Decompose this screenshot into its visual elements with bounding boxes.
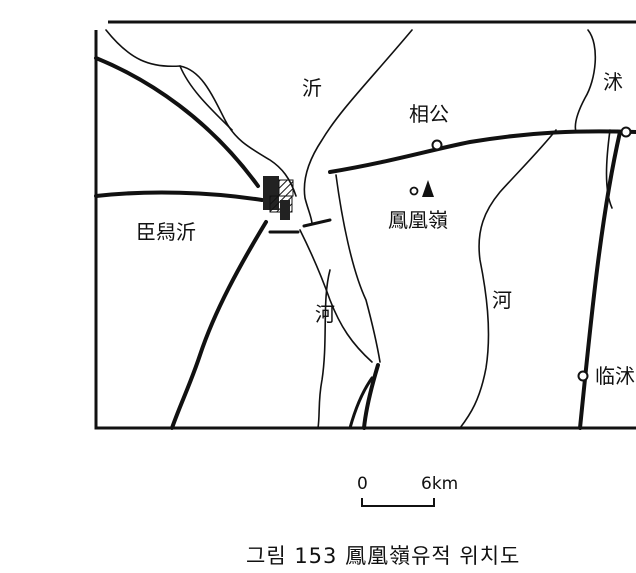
river-yi-west-bank xyxy=(105,29,297,197)
road-west xyxy=(94,190,264,202)
road-south-center xyxy=(362,363,380,430)
river-he-left-label: 河 xyxy=(315,302,335,326)
road-south-left xyxy=(348,376,374,430)
xianggong-label: 相公 xyxy=(409,102,449,126)
road-east xyxy=(328,129,636,174)
linyi-city-block-icon xyxy=(263,176,294,220)
river-channel-right xyxy=(335,174,381,363)
river-south-branch xyxy=(317,269,331,429)
road-center-link xyxy=(268,218,332,234)
map-frame xyxy=(94,20,636,430)
road-northwest xyxy=(94,56,260,188)
site-triangle-icon xyxy=(422,180,434,197)
fenghuangling-label: 鳳凰嶺 xyxy=(388,208,448,232)
scale-zero-label: 0 xyxy=(357,474,368,494)
fenghuangling-dot xyxy=(409,186,419,196)
river-yi-label: 沂 xyxy=(302,76,322,100)
scale-distance-label: 6km xyxy=(421,474,459,494)
river-shu-course xyxy=(574,29,597,133)
east-junction-dot xyxy=(620,126,632,138)
linshu-town-dot xyxy=(577,370,589,382)
river-shu-lower xyxy=(605,129,613,209)
road-east-right xyxy=(578,130,622,430)
figure-caption: 그림 153 鳳凰嶺유적 위치도 xyxy=(246,544,521,568)
river-channel-left xyxy=(299,229,373,363)
river-yi-inner xyxy=(179,65,233,131)
river-yi-east-bank xyxy=(303,29,413,225)
river-center-east xyxy=(459,129,557,429)
linyi-city-label: 臣舄沂 xyxy=(136,220,196,244)
road-southwest xyxy=(170,220,268,430)
river-shu-label: 沭 xyxy=(603,70,623,94)
river-he-right-label: 河 xyxy=(492,288,512,312)
linshu-label: 临沭 xyxy=(595,364,635,388)
xianggong-town-dot xyxy=(431,139,443,151)
scale-bar xyxy=(361,498,435,507)
